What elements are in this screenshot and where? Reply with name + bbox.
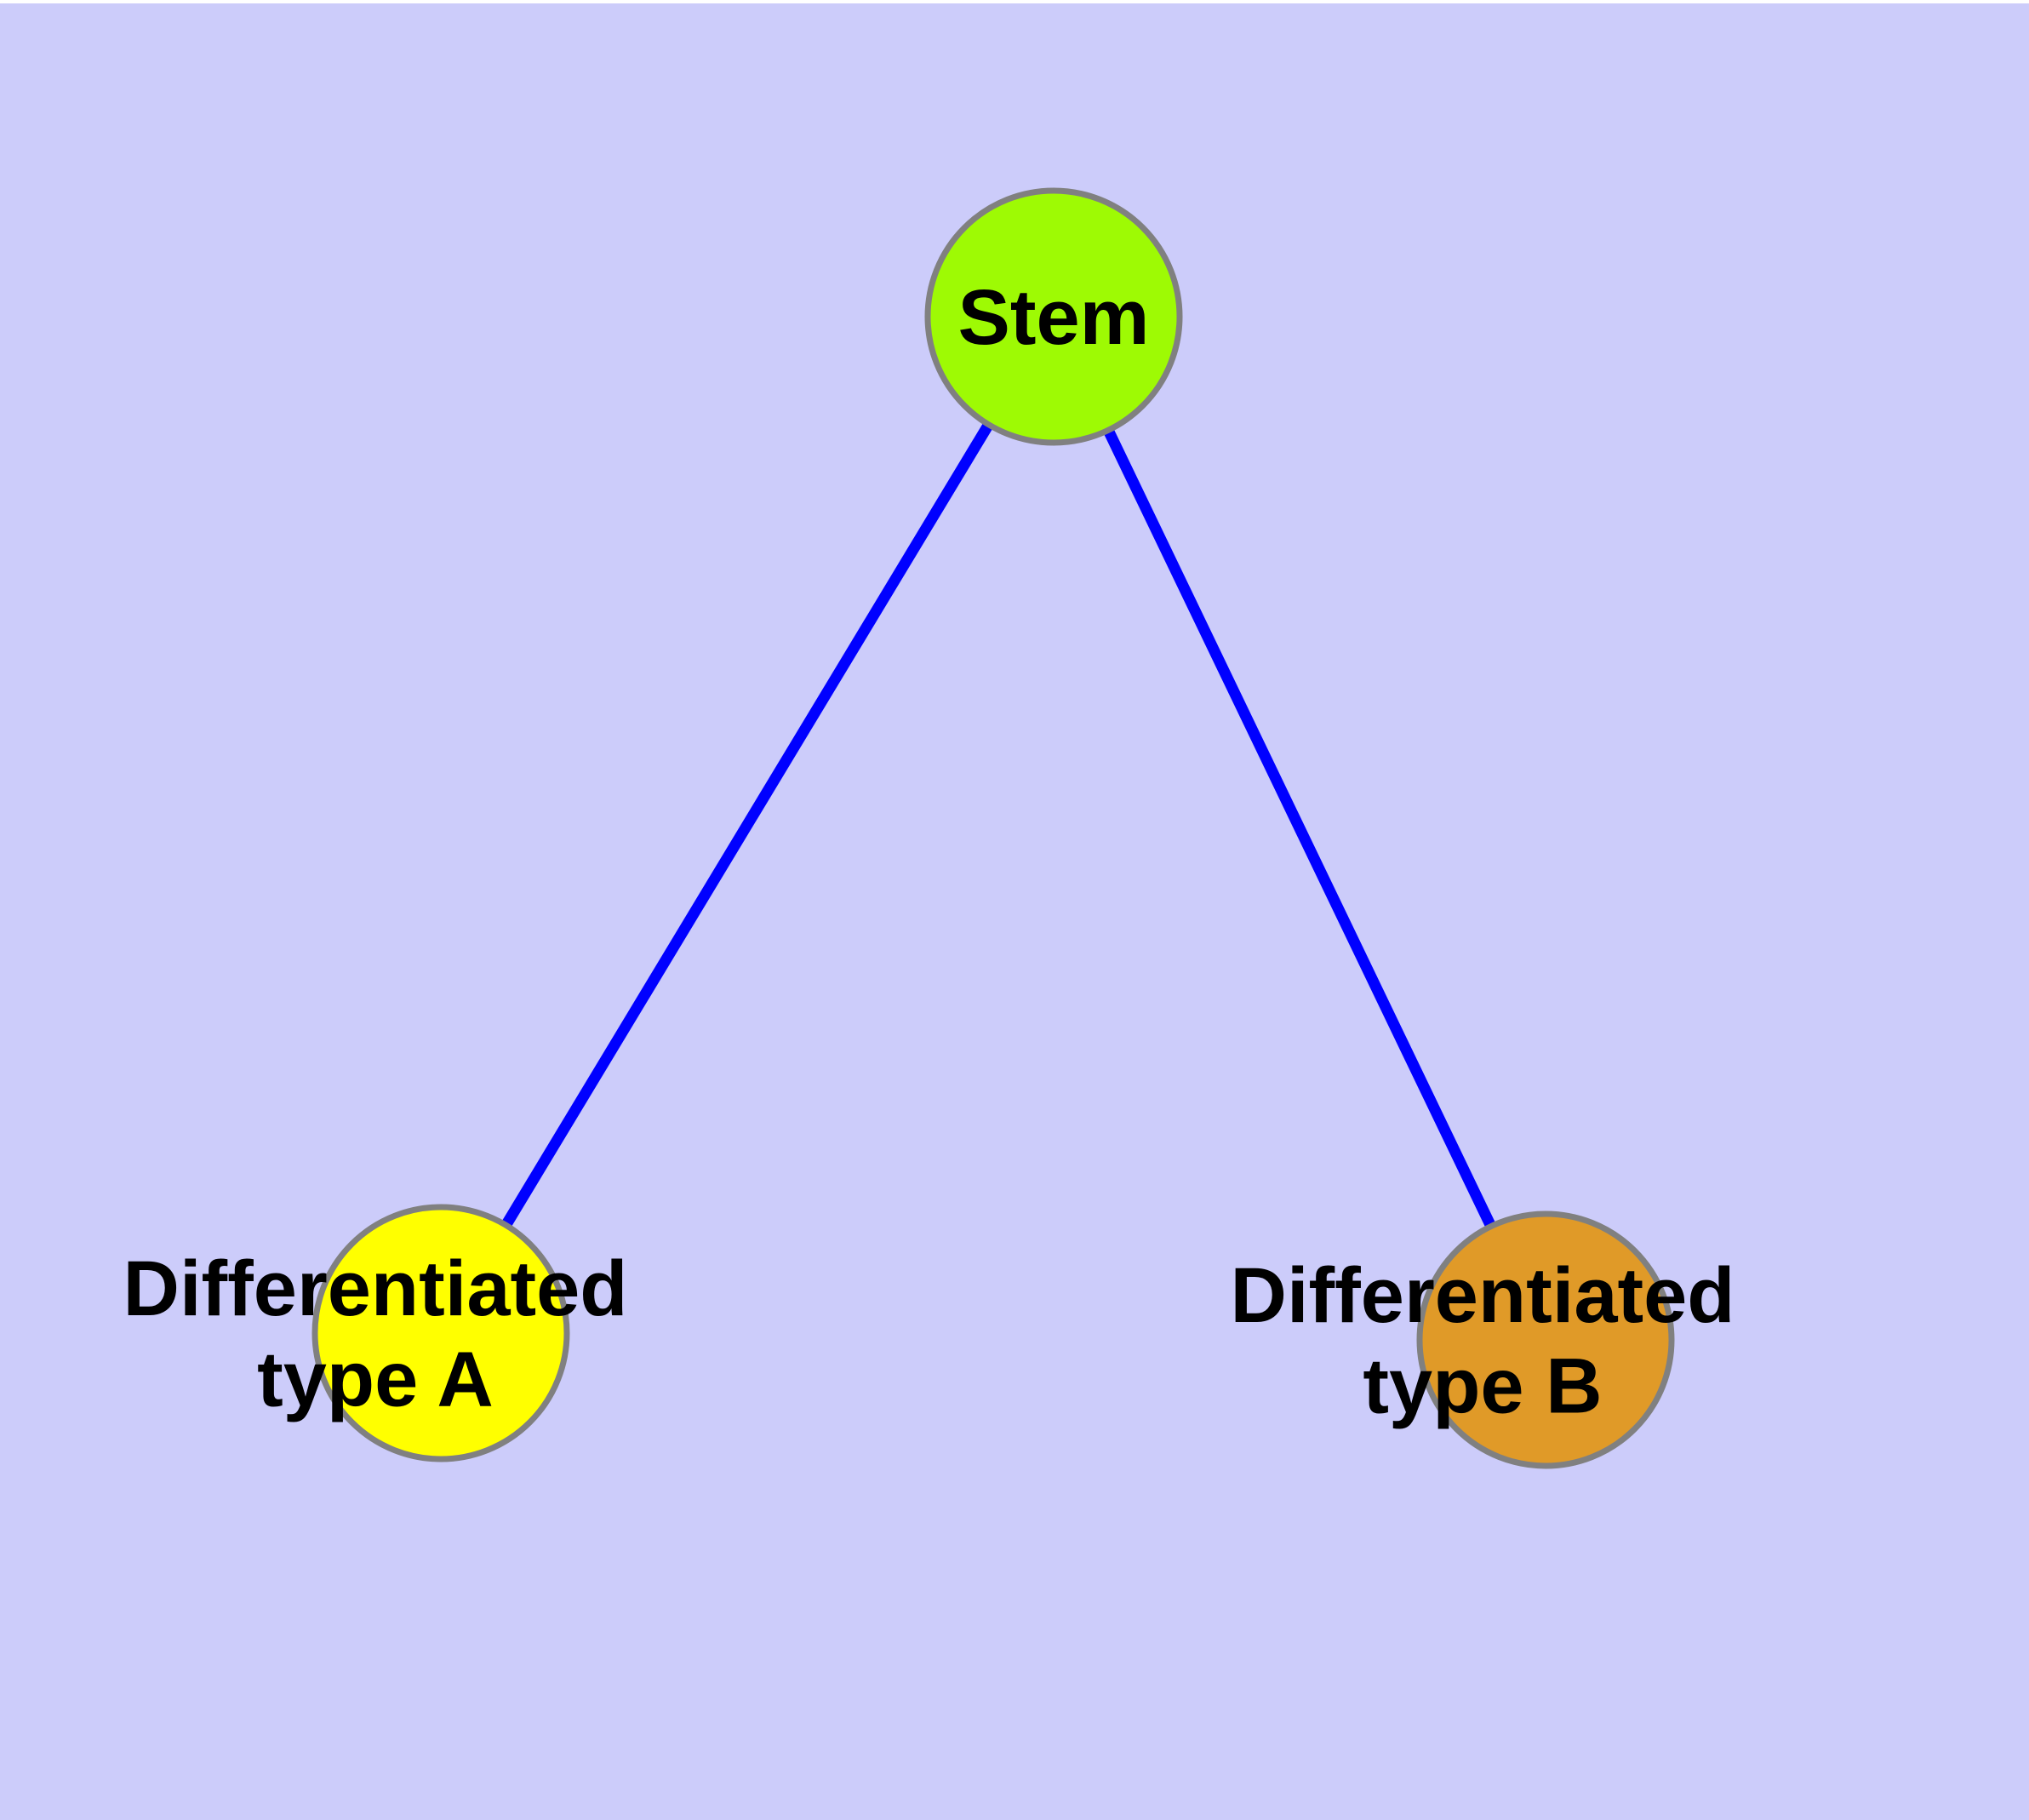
edges-layer [436, 313, 1551, 1342]
nodes-layer [311, 187, 1675, 1469]
graph-node-diff_b[interactable] [1416, 1210, 1675, 1469]
label-line: Differentiated [1231, 1252, 1735, 1339]
graph-node-diff_a[interactable] [311, 1204, 570, 1462]
graph-edge[interactable] [436, 313, 1059, 1336]
label-line: type B [1363, 1343, 1602, 1430]
graph-edge[interactable] [1049, 314, 1551, 1342]
label-line: Stem [958, 274, 1150, 361]
graph-node-label-stem: Stem [958, 274, 1150, 361]
graph-node-stem[interactable] [924, 187, 1183, 446]
label-line: type A [257, 1336, 494, 1423]
label-line: Differentiated [123, 1245, 628, 1332]
